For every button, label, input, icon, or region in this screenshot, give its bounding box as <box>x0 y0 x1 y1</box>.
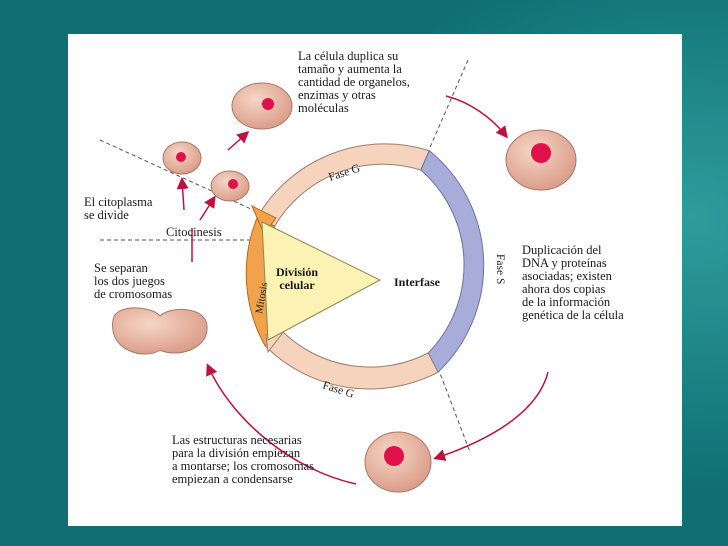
label-separan-cromosomas: Se separan los dos juegos de cromosomas <box>94 261 173 301</box>
arrow-to-right-cell <box>445 95 508 139</box>
division-celular-wedge <box>261 221 382 341</box>
cell-small-center <box>210 170 250 202</box>
cell-bottom <box>364 431 432 493</box>
label-interfase: Interfase <box>394 275 440 289</box>
arrow-up-to-small-center <box>199 195 216 221</box>
cell-right-top <box>505 129 577 191</box>
label-division-celular: División celular <box>276 265 319 292</box>
fase-g-top-segment <box>256 143 430 227</box>
label-citoplasma: El citoplasma se divide <box>84 195 153 222</box>
arrow-to-large-cell <box>227 130 250 151</box>
fase-g-bottom-segment <box>264 329 439 390</box>
arrow-right-to-bottom <box>433 371 549 461</box>
label-citocinesis: Citocinesis <box>166 225 222 239</box>
dashed-divider-bottom-right <box>437 367 471 453</box>
label-cell-doubles: La célula duplica su tamaño y aumenta la… <box>298 49 410 115</box>
arrow-up-to-small-left <box>176 177 189 211</box>
cell-dividing <box>112 307 208 355</box>
dashed-divider-top-left <box>99 139 263 215</box>
fase-s-segment <box>420 149 485 374</box>
cell-small-left <box>162 141 202 175</box>
dashed-divider-top-right <box>427 59 469 153</box>
cell-large-top <box>231 82 293 130</box>
label-structures-assemble: Las estructuras necesarias para la divis… <box>172 433 314 486</box>
label-dna-duplication: Duplicación del DNA y proteínas asociada… <box>522 243 624 322</box>
arrow-bottom-to-left <box>206 363 357 485</box>
mitosis-label: Mitosis <box>254 282 270 315</box>
fase-s-label: Fase S <box>494 254 506 284</box>
